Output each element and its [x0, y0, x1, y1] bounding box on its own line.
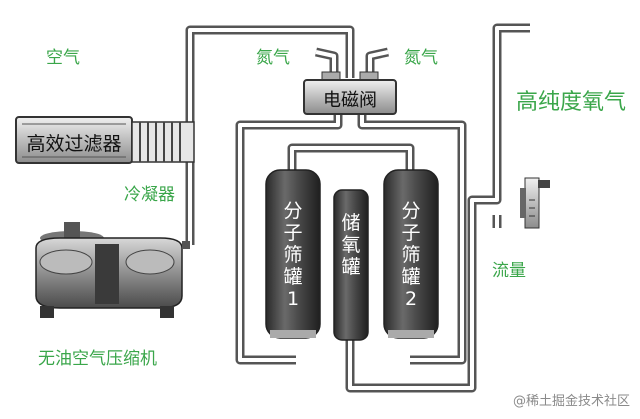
sieve-tank-1-body: [265, 169, 321, 339]
oil-free-compressor: [35, 222, 190, 318]
condenser-unit: [131, 121, 195, 163]
condenser-label: 冷凝器: [124, 185, 175, 205]
watermark: @稀土掘金技术社区: [512, 394, 630, 409]
pipe-network: [185, 23, 530, 393]
filter-label: 高效过滤器: [26, 133, 122, 155]
storage-tank-body: [333, 189, 369, 341]
compressor-label: 无油空气压缩机: [38, 349, 157, 369]
flow-label: 流量: [492, 261, 526, 281]
solenoid-valve-label: 电磁阀: [323, 90, 377, 111]
storage-tank-label: 储氧罐: [341, 212, 361, 278]
air-label: 空气: [46, 48, 80, 68]
flow-meter: [520, 177, 550, 229]
sieve-tank-2-label: 分子筛罐2: [401, 200, 421, 310]
high-purity-oxygen-label: 高纯度氧气: [516, 90, 627, 115]
solenoid-valve-body: [303, 71, 397, 115]
nitrogen-left-label: 氮气: [256, 48, 290, 68]
sieve-tank-1-label: 分子筛罐1: [283, 200, 303, 310]
sieve-tank-2-body: [383, 169, 439, 339]
nitrogen-right-label: 氮气: [404, 48, 438, 68]
